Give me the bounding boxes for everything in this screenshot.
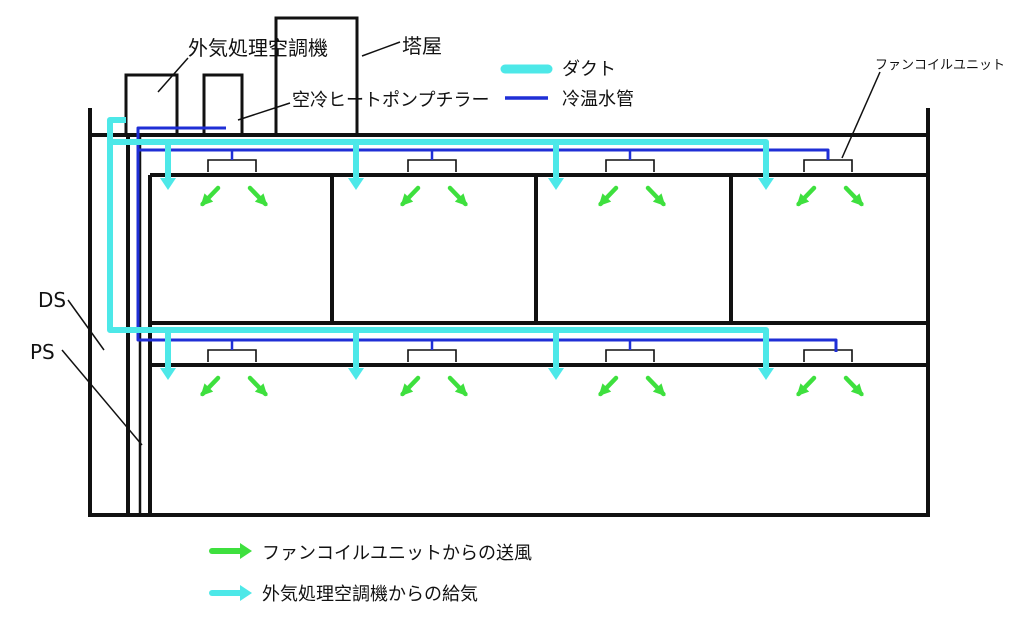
duct-main — [107, 117, 766, 333]
oa-supply-arrow-icon — [758, 327, 774, 380]
oa-supply-arrow-icon — [160, 139, 176, 190]
legend-fcu-air-label: ファンコイルユニットからの送風 — [262, 543, 532, 564]
fcu-air-arrow-icon — [200, 375, 221, 397]
oa-ahu-leader-line — [157, 57, 189, 93]
chilled-hot-water-pipes — [136, 126, 838, 352]
legend-fcu-arrow-icon — [209, 543, 252, 559]
fan-coil-unit — [407, 349, 457, 362]
pipe-lower-main — [138, 148, 830, 160]
duct-drops — [160, 139, 774, 380]
legend-oa-arrow-icon — [209, 585, 252, 601]
legend-oa-supply-label: 外気処理空調機からの給気 — [262, 584, 478, 605]
fcu-air-arrow-icon — [447, 185, 468, 207]
fcu-air-arrow-icon — [400, 185, 421, 207]
fan-coil-unit — [803, 349, 853, 362]
fcu-air-arrow-icon — [796, 185, 817, 207]
ds-label: DS — [38, 288, 67, 312]
fcu-air-arrow-icon — [843, 185, 864, 207]
fcu-air-arrow-icon — [598, 185, 619, 207]
legend-pipe-label: 冷温水管 — [562, 89, 634, 110]
fan-coil-unit — [803, 159, 853, 172]
oa-ahu-unit-left — [124, 73, 179, 135]
fcu-air-arrow-icon — [645, 375, 666, 397]
fcu-air-arrow-icon — [843, 375, 864, 397]
oa-supply-arrow-icon — [548, 139, 564, 190]
oa-supply-arrow-icon — [348, 139, 364, 190]
oa-supply-arrow-icon — [160, 327, 176, 380]
penthouse-leader-line — [361, 41, 401, 57]
legend-duct-label: ダクト — [562, 59, 616, 80]
fcu-air-arrows — [200, 185, 864, 397]
chiller-label: 空冷ヒートポンプチラー — [292, 90, 490, 111]
fan-coil-unit — [207, 159, 257, 172]
legend-graphics — [209, 64, 553, 601]
oa-ahu-label: 外気処理空調機 — [188, 36, 328, 60]
rooftop-equipment — [124, 16, 359, 135]
oa-supply-arrow-icon — [548, 327, 564, 380]
fcu-air-arrow-icon — [447, 375, 468, 397]
oa-supply-arrow-icon — [758, 139, 774, 190]
ps-label: PS — [30, 340, 55, 364]
fcu-air-arrow-icon — [200, 185, 221, 207]
ducts — [107, 117, 766, 333]
penthouse-structure — [274, 16, 359, 135]
building-structure — [88, 108, 930, 517]
pipe-branches — [230, 150, 632, 350]
fcu-air-arrow-icon — [400, 375, 421, 397]
ds-leader-line — [67, 299, 105, 351]
fcu-air-arrow-icon — [796, 375, 817, 397]
oa-ahu-unit-right — [202, 73, 244, 135]
fcu-air-arrow-icon — [645, 185, 666, 207]
fcu-label: ファンコイルユニット — [875, 58, 1006, 73]
pipe-upper-main — [136, 126, 838, 352]
fcu-air-arrow-icon — [598, 375, 619, 397]
fcu-leader-line — [841, 71, 881, 159]
penthouse-label: 塔屋 — [402, 34, 442, 58]
fan-coil-unit — [407, 159, 457, 172]
fan-coil-unit — [605, 349, 655, 362]
chiller-leader-line — [237, 102, 291, 121]
fcu-air-arrow-icon — [247, 185, 268, 207]
oa-supply-arrow-icon — [348, 327, 364, 380]
fan-coil-unit — [605, 159, 655, 172]
fcu-air-arrow-icon — [247, 375, 268, 397]
fan-coil-unit — [207, 349, 257, 362]
